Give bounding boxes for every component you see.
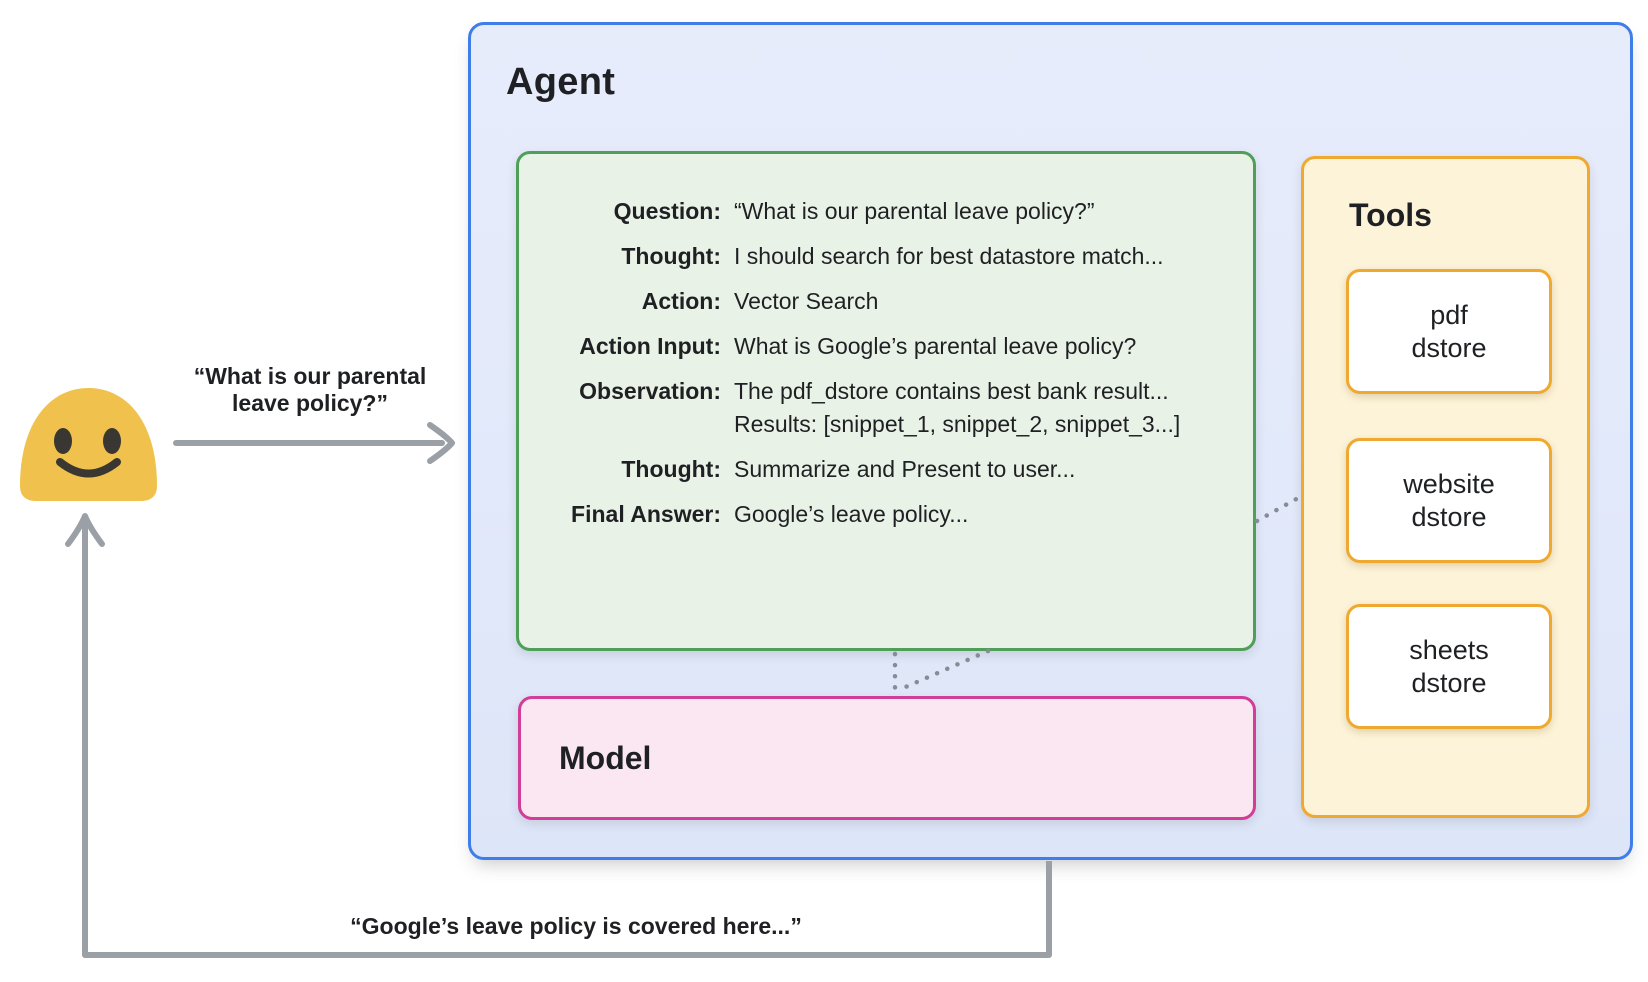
trace-value: “What is our parental leave policy?”: [734, 198, 1095, 224]
user-query-text: “What is our parental leave policy?”: [170, 363, 450, 417]
agent-box: Agent Question: “What is our parental le…: [468, 22, 1633, 860]
trace-label: Thought:: [621, 456, 721, 482]
tool-label-line2: dstore: [1411, 501, 1487, 532]
trace-value: Vector Search: [734, 288, 879, 314]
trace-value: What is Google’s parental leave policy?: [734, 333, 1137, 359]
trace-label: Observation:: [579, 378, 721, 404]
trace-row-action: Action: Vector Search: [536, 286, 1242, 316]
model-title: Model: [559, 739, 652, 776]
trace-row-question: Question: “What is our parental leave po…: [536, 196, 1242, 226]
trace-box: Question: “What is our parental leave po…: [516, 151, 1256, 651]
user-query-line2: leave policy?”: [232, 390, 388, 416]
tool-label-line2: dstore: [1411, 332, 1487, 363]
tool-label-line1: pdf: [1430, 299, 1468, 330]
trace-row-thought-2: Thought: Summarize and Present to user..…: [536, 454, 1242, 484]
tool-label-line1: sheets: [1409, 634, 1489, 665]
tool-item-pdf-dstore: pdf dstore: [1346, 269, 1552, 394]
trace-value: Summarize and Present to user...: [734, 456, 1076, 482]
trace-label: Question:: [613, 198, 721, 224]
user-to-agent-arrow: [173, 422, 455, 464]
right-eye: [103, 428, 121, 454]
tools-title: Tools: [1349, 197, 1432, 233]
trace-label: Thought:: [621, 243, 721, 269]
trace-value: Google’s leave policy...: [734, 501, 969, 527]
tool-label-line2: dstore: [1411, 667, 1487, 698]
tool-item-sheets-dstore: sheets dstore: [1346, 604, 1552, 729]
trace-value: The pdf_dstore contains best bank result…: [734, 378, 1169, 404]
trace-value: I should search for best datastore match…: [734, 243, 1164, 269]
trace-row-action-input: Action Input: What is Google’s parental …: [536, 331, 1242, 361]
agent-response-text: “Google’s leave policy is covered here..…: [350, 913, 802, 939]
user-emoji: [15, 385, 162, 505]
agent-title: Agent: [506, 61, 616, 103]
tool-label-line1: website: [1403, 468, 1495, 499]
smiling-blob-icon: [20, 388, 157, 501]
left-eye: [54, 428, 72, 454]
model-box: Model: [518, 696, 1256, 820]
trace-label: [536, 409, 721, 439]
user-query-line1: “What is our parental: [193, 363, 427, 389]
smile-mouth: [56, 458, 121, 478]
trace-label: Action:: [641, 288, 721, 314]
trace-row-thought-1: Thought: I should search for best datast…: [536, 241, 1242, 271]
trace-value: Results: [snippet_1, snippet_2, snippet_…: [734, 411, 1181, 437]
tools-box: Tools pdf dstore website dstore sheets d…: [1301, 156, 1590, 818]
trace-row-observation-results: Results: [snippet_1, snippet_2, snippet_…: [536, 409, 1242, 439]
trace-row-final-answer: Final Answer: Google’s leave policy...: [536, 499, 1242, 529]
trace-label: Action Input:: [579, 333, 721, 359]
trace-row-observation: Observation: The pdf_dstore contains bes…: [536, 376, 1242, 406]
trace-label: Final Answer:: [571, 501, 721, 527]
tool-item-website-dstore: website dstore: [1346, 438, 1552, 563]
